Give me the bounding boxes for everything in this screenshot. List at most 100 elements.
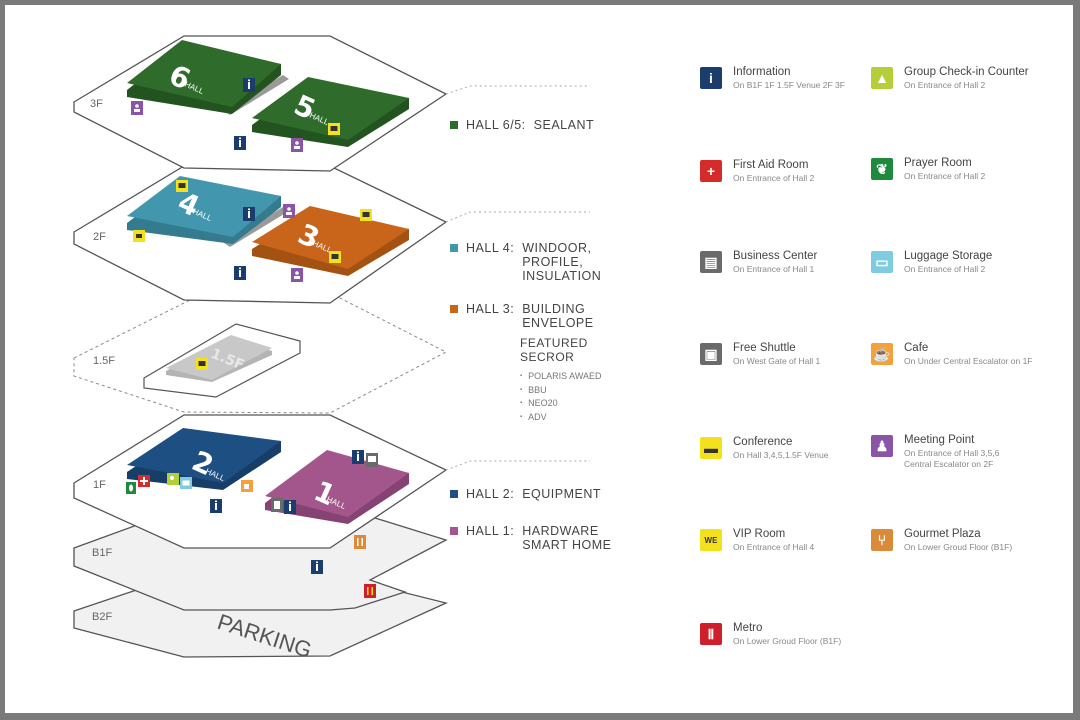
- legend-subtitle: On Entrance of Hall 2: [904, 80, 986, 90]
- hall-3-swatch: [450, 305, 458, 313]
- meeting-point-marker-2f-a[interactable]: [283, 204, 295, 218]
- hall-6-5-swatch: [450, 121, 458, 129]
- group-checkin-marker[interactable]: [167, 473, 179, 485]
- featured-item: ADV: [520, 411, 602, 425]
- information-marker-3f-b[interactable]: [234, 136, 246, 150]
- featured-title-1: FEATURED: [520, 336, 588, 350]
- legend-title: Conference: [733, 436, 793, 448]
- hall-2-swatch: [450, 490, 458, 498]
- floor-label-b1: B1F: [92, 547, 112, 559]
- business-center-marker[interactable]: [271, 498, 283, 512]
- meeting-point-marker-2f-b[interactable]: [291, 268, 303, 282]
- meeting-point-marker-3f-b[interactable]: [291, 138, 303, 152]
- conference-marker-hall-3[interactable]: [329, 251, 341, 263]
- information-marker-1f-c[interactable]: [352, 450, 364, 464]
- business-center-icon: ▤: [700, 251, 722, 273]
- hall-3[interactable]: 3 HALL: [252, 206, 409, 276]
- hall-4-desc: WINDOOR,PROFILE,INSULATION: [522, 241, 602, 283]
- hall-6[interactable]: 6 HALL: [127, 40, 281, 114]
- hall-6-5-desc: SEALANT: [533, 118, 595, 132]
- legend-title: Metro: [733, 622, 763, 634]
- legend-title: Free Shuttle: [733, 342, 796, 354]
- information-marker-2f-b[interactable]: [234, 266, 246, 280]
- first-aid-icon: +: [700, 160, 722, 182]
- cafe-marker[interactable]: [241, 480, 253, 492]
- conference-marker-1-5f[interactable]: [196, 358, 208, 370]
- information-marker-3f-a[interactable]: [243, 78, 255, 92]
- floor-label-1-5f: 1.5F: [93, 355, 115, 367]
- prayer-room-marker[interactable]: [126, 482, 136, 494]
- floor-map: B2F PARKING B1F 1F 2 HALL 1: [73, 35, 590, 663]
- hall-1-5f[interactable]: 1.5F: [166, 335, 272, 382]
- gourmet-plaza-icon: ⑂: [871, 529, 893, 551]
- conference-marker-hall-4[interactable]: [176, 180, 188, 192]
- shuttle-bus-marker[interactable]: [366, 453, 378, 467]
- conference-marker-2f-b[interactable]: [360, 209, 372, 221]
- legend-subtitle: On Entrance of Hall 4: [733, 542, 815, 552]
- information-marker-b1[interactable]: [311, 560, 323, 574]
- featured-items: POLARIS AWAED BBU NEO20 ADV: [520, 370, 602, 425]
- legend-subtitle: On Entrance of Hall 2: [904, 171, 986, 181]
- metro-marker[interactable]: [364, 584, 376, 598]
- floor-map-frame: B2F PARKING B1F 1F 2 HALL 1: [5, 5, 1073, 713]
- cafe-icon: ☕: [871, 343, 893, 365]
- luggage-storage-marker[interactable]: [180, 477, 192, 489]
- legend-subtitle: On West Gate of Hall 1: [733, 356, 821, 366]
- hall-2-desc: EQUIPMENT: [522, 487, 602, 501]
- information-marker-1f-b[interactable]: [284, 500, 296, 514]
- hall-5[interactable]: 5 HALL: [252, 77, 409, 147]
- hall-2[interactable]: 2 HALL: [127, 428, 281, 490]
- floor-3f: 3F 6 HALL 5 HALL: [73, 35, 448, 172]
- legend-title: Prayer Room: [904, 157, 972, 169]
- floor-2f: 2F 4 HALL 3 HALL: [73, 165, 448, 304]
- legend-subtitle: On Lower Groud Floor (B1F): [904, 542, 1013, 552]
- luggage-storage-icon: ▭: [871, 251, 893, 273]
- legend-subtitle-2: Central Escalator on 2F: [904, 459, 994, 469]
- hall-4[interactable]: 4 HALL: [127, 176, 281, 244]
- meeting-point-icon: ♟: [871, 435, 893, 457]
- vip-room-marker[interactable]: [133, 230, 145, 242]
- conference-marker-hall-5[interactable]: [328, 123, 340, 135]
- legend-subtitle: On Under Central Escalator on 1F: [904, 356, 1033, 366]
- hall-4-label: HALL 4: WINDOOR,PROFILE,INSULATION: [450, 241, 601, 283]
- floor-label-1f: 1F: [93, 479, 106, 491]
- group-checkin-icon: ▲: [871, 67, 893, 89]
- legend-title: Information: [733, 66, 791, 78]
- legend-text: Information On B1F 1F 1.5F Venue 2F 3F: [733, 66, 845, 91]
- information-marker-1f-a[interactable]: [210, 499, 222, 513]
- information-marker-2f-a[interactable]: [243, 207, 255, 221]
- floor-1f: 1F 2 HALL 1 HALL: [73, 414, 448, 549]
- first-aid-marker[interactable]: [138, 475, 150, 487]
- gourmet-plaza-marker[interactable]: [354, 535, 366, 549]
- legend-subtitle: On B1F 1F 1.5F Venue 2F 3F: [733, 80, 845, 90]
- legend-title: Meeting Point: [904, 434, 975, 446]
- hall-2-label: HALL 2: EQUIPMENT: [450, 487, 601, 501]
- conference-icon: ▬: [700, 437, 722, 459]
- hall-6-5-name: HALL 6/5:: [466, 118, 526, 132]
- meeting-point-marker-3f-a[interactable]: [131, 101, 143, 115]
